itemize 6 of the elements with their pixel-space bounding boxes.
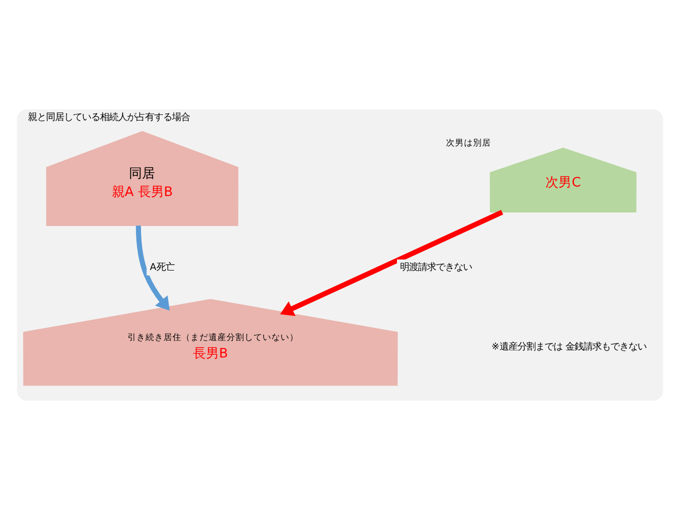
arrow [280, 210, 504, 316]
edge-label: A死亡 [150, 262, 174, 273]
node-label: 次男は別居 [446, 138, 491, 149]
arrow [136, 226, 170, 311]
edge-label: 明渡請求できない [400, 262, 472, 273]
label: ※遺産分割までは 金銭請求もできない [491, 341, 646, 352]
